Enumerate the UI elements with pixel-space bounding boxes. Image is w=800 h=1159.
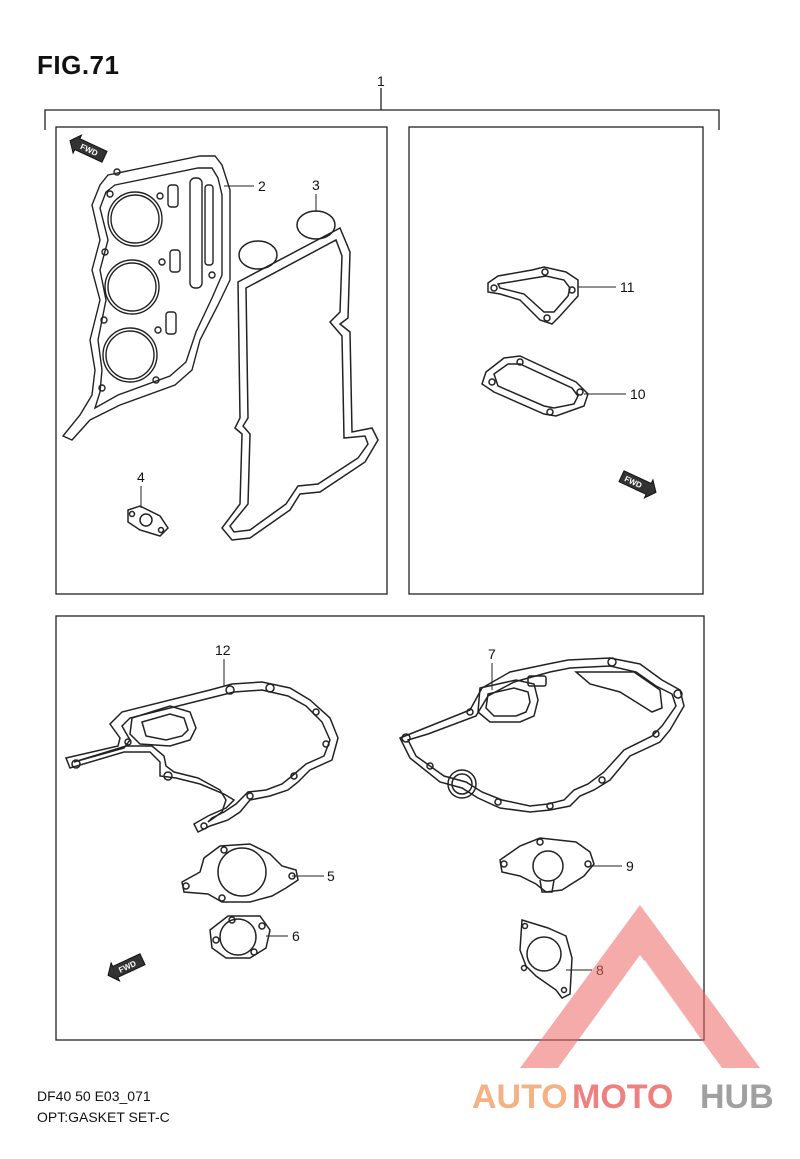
round-flange-gasket-icon <box>181 843 299 903</box>
figure-title: FIG.71 <box>37 50 120 80</box>
callout-4: 4 <box>137 469 145 485</box>
automotohub-logo: AUTO MOTO HUB <box>472 905 774 1116</box>
logo-text-auto: AUTO <box>472 1078 568 1116</box>
panel-top-left <box>55 126 388 595</box>
callout-9: 9 <box>626 858 634 874</box>
thermostat-gasket-icon <box>499 837 595 893</box>
panel-top-right <box>408 126 704 595</box>
triangular-gasket-icon <box>487 266 579 325</box>
model-code: DF40 50 E03_071 <box>37 1088 151 1104</box>
leader-lines <box>140 185 626 971</box>
callout-12: 12 <box>215 642 231 658</box>
fwd-arrow-icon: FWD <box>69 133 108 163</box>
callout-1: 1 <box>377 73 385 89</box>
logo-text-hub: HUB <box>700 1078 774 1116</box>
callout-6: 6 <box>292 928 300 944</box>
panel-bottom <box>55 615 705 1041</box>
callout-10: 10 <box>630 386 646 402</box>
round-gasket-icon <box>209 915 271 959</box>
cylinder-block-gasket-icon <box>398 657 685 813</box>
figure-description: OPT:GASKET SET-C <box>37 1109 170 1125</box>
callout-3: 3 <box>312 177 320 193</box>
logo-text-moto: MOTO <box>572 1078 673 1116</box>
gasket-set-bracket <box>44 88 720 130</box>
callout-7: 7 <box>488 646 496 662</box>
fwd-arrow-icon: FWD <box>618 470 657 500</box>
cover-gasket-icon <box>481 355 589 417</box>
callout-2: 2 <box>258 178 266 194</box>
callout-5: 5 <box>327 868 335 884</box>
callout-11: 11 <box>620 279 635 295</box>
small-flange-gasket-icon <box>127 505 169 537</box>
cylinder-head-cover-gasket-icon <box>221 210 379 541</box>
cylinder-head-gasket-icon <box>61 155 231 441</box>
pump-gasket-icon <box>519 919 573 999</box>
fwd-arrow-icon: FWD <box>107 953 146 983</box>
housing-gasket-icon <box>64 681 339 834</box>
